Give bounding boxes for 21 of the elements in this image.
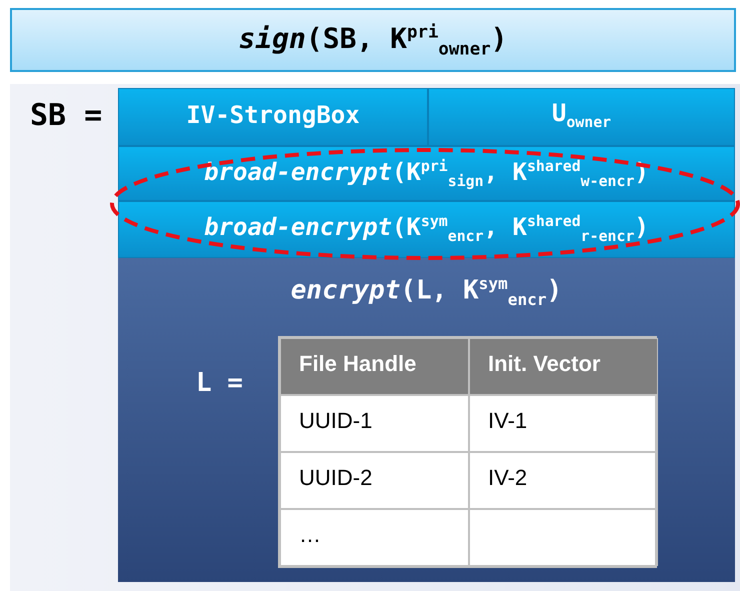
table-cell: IV-2 xyxy=(469,452,658,509)
field-box xyxy=(118,88,428,146)
field-label: broad-encrypt(K$^{sym}$$_{encr}$, K$^{shared}$$_{r-encr}$) xyxy=(203,212,650,245)
field-label: sign(SB, K$^{pri}$$_{owner}$) xyxy=(237,22,509,60)
field-label: encrypt(L, K$^{sym}$$_{encr}$) xyxy=(290,274,564,309)
panel xyxy=(10,84,740,591)
table-cell: IV-1 xyxy=(469,395,658,452)
equation-label: SB = xyxy=(30,98,102,133)
column-header: File Handle xyxy=(280,338,469,395)
field-label: IV-StrongBox xyxy=(185,101,361,129)
field-label: U$_{owner}$ xyxy=(550,99,612,131)
field-box xyxy=(428,88,735,146)
table-cell: UUID-2 xyxy=(280,452,469,509)
table-cell: UUID-1 xyxy=(280,395,469,452)
equation-label: L = xyxy=(196,368,243,398)
field-box xyxy=(118,201,735,258)
header-box xyxy=(10,8,736,72)
field-box xyxy=(118,146,735,201)
table-cell: … xyxy=(280,509,469,566)
column-header: Init. Vector xyxy=(469,338,658,395)
encrypted-panel xyxy=(118,258,735,582)
